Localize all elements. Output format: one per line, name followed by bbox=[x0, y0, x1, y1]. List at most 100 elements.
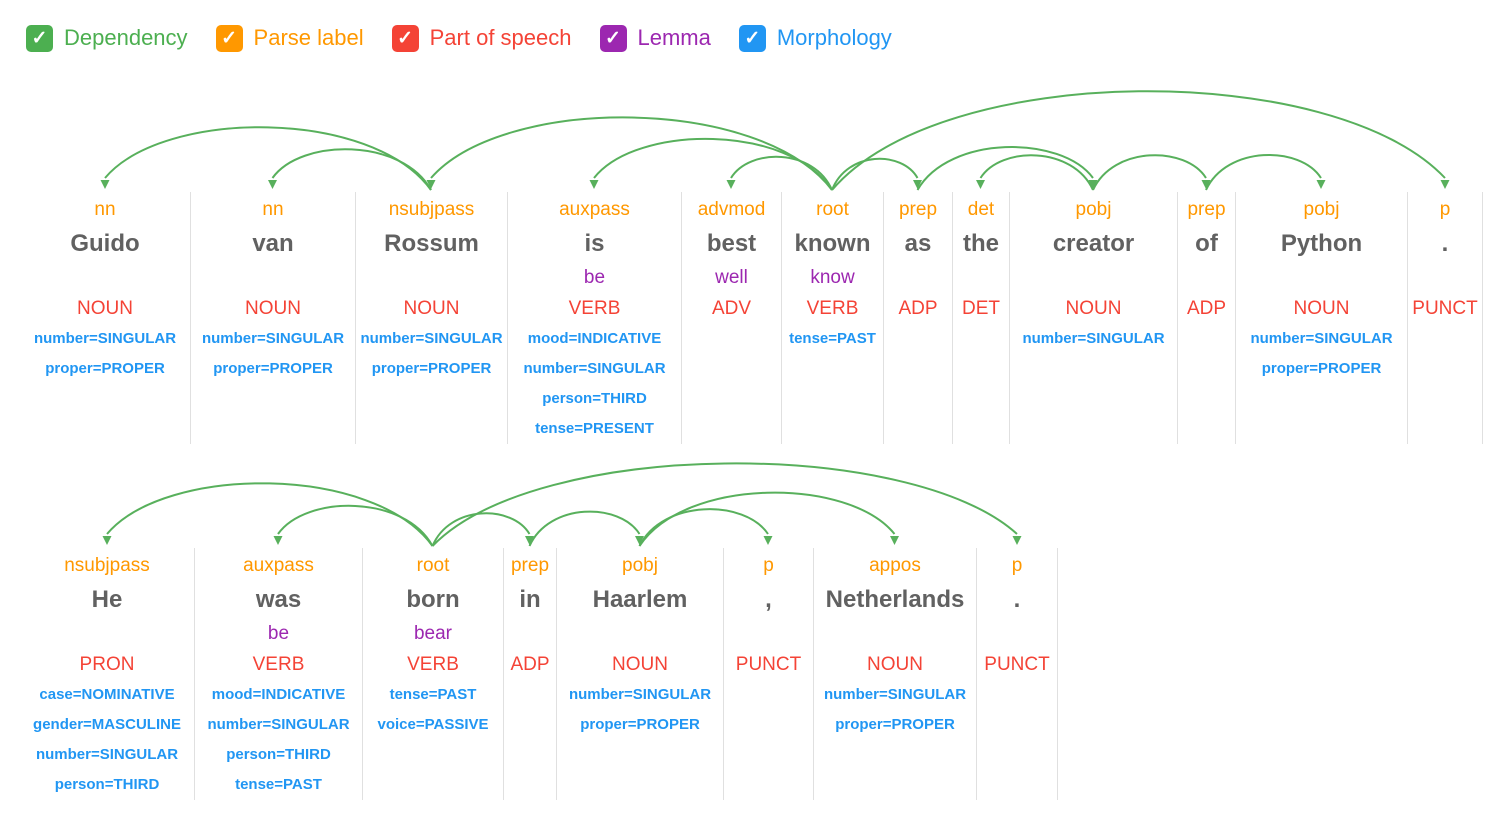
checkbox-checked-icon[interactable]: ✓ bbox=[26, 24, 53, 52]
token-cell-: p.PUNCT bbox=[976, 548, 1058, 800]
parse-label: nsubjpass bbox=[388, 199, 475, 220]
part-of-speech-label: NOUN bbox=[867, 654, 923, 675]
token-lemma: know bbox=[810, 267, 855, 288]
morph-feature: number=SINGULAR bbox=[35, 746, 179, 763]
part-of-speech-label: DET bbox=[962, 298, 1000, 319]
parse-label: appos bbox=[869, 555, 921, 576]
dependency-arc bbox=[589, 137, 833, 191]
token-lemma bbox=[977, 620, 1057, 650]
dependency-arc bbox=[528, 510, 644, 547]
part-of-speech-label: PUNCT bbox=[1412, 298, 1478, 319]
token-lemma bbox=[1010, 264, 1177, 294]
dependency-arc bbox=[831, 157, 922, 191]
checkbox-checked-icon[interactable]: ✓ bbox=[599, 24, 627, 52]
morph-feature: tense=PAST bbox=[789, 330, 876, 347]
arrowhead-icon bbox=[726, 180, 736, 189]
token-word: Rossum bbox=[384, 230, 479, 257]
part-of-speech-label: PUNCT bbox=[735, 654, 802, 675]
morph-feature: tense=PRESENT bbox=[535, 420, 654, 437]
dependency-arc bbox=[916, 146, 1098, 191]
toggle-label[interactable]: Part of speech bbox=[429, 25, 572, 50]
token-lemma bbox=[356, 264, 507, 294]
arrowhead-icon bbox=[1440, 180, 1450, 189]
morph-feature: number=SINGULAR bbox=[201, 330, 345, 347]
token-word: is bbox=[584, 230, 605, 257]
toggle-morphology[interactable]: ✓ Morphology bbox=[738, 24, 892, 52]
arrowhead-icon bbox=[976, 180, 985, 189]
token-word: . bbox=[1441, 230, 1449, 257]
morph-feature: mood=INDICATIVE bbox=[211, 686, 346, 703]
token-lemma bbox=[884, 264, 952, 294]
token-morphology: number=SINGULAR bbox=[1010, 324, 1177, 354]
morph-feature: person=THIRD bbox=[54, 776, 160, 793]
toggle-part-of-speech[interactable]: ✓ Part of speech bbox=[391, 24, 572, 52]
token-word: , bbox=[765, 586, 772, 613]
arrowhead-icon bbox=[102, 536, 112, 545]
token-word: Netherlands bbox=[825, 586, 965, 613]
toggle-label[interactable]: Dependency bbox=[64, 25, 188, 50]
token-word: as bbox=[904, 230, 932, 257]
parse-label: p bbox=[1439, 199, 1451, 220]
token-word: of bbox=[1195, 230, 1218, 257]
token-word: Haarlem bbox=[592, 586, 688, 613]
dependency-arc bbox=[100, 126, 432, 191]
part-of-speech-label: ADV bbox=[711, 298, 752, 319]
morph-feature: number=SINGULAR bbox=[1250, 330, 1393, 347]
morph-feature: number=SINGULAR bbox=[33, 330, 177, 347]
toggle-dependency[interactable]: ✓ Dependency bbox=[26, 24, 188, 52]
token-word: in bbox=[519, 586, 541, 613]
annotation-toggles: ✓ Dependency ✓ Parse label ✓ Part of speech ✓ L… bbox=[0, 0, 1490, 52]
token-cell-: p, PUNCT bbox=[723, 548, 813, 800]
toggle-label[interactable]: Lemma bbox=[637, 25, 711, 50]
part-of-speech-label: ADP bbox=[898, 298, 938, 319]
arrowhead-icon bbox=[273, 536, 283, 545]
toggle-label[interactable]: Morphology bbox=[776, 25, 892, 50]
part-of-speech-label: VERB bbox=[568, 298, 621, 319]
morph-feature: number=SINGULAR bbox=[823, 686, 967, 703]
part-of-speech-label: VERB bbox=[252, 654, 305, 675]
part-of-speech-label: NOUN bbox=[77, 298, 133, 319]
parse-label: auxpass bbox=[243, 555, 314, 576]
toggle-label[interactable]: Parse label bbox=[253, 25, 364, 50]
part-of-speech-label: VERB bbox=[407, 654, 459, 675]
morph-feature: tense=PAST bbox=[235, 776, 322, 793]
parse-label: auxpass bbox=[559, 199, 630, 220]
token-lemma bbox=[557, 620, 723, 650]
dependency-arc bbox=[831, 90, 1450, 191]
parse-label: nn bbox=[94, 199, 116, 220]
checkbox-checked-icon[interactable]: ✓ bbox=[738, 24, 766, 52]
toggle-lemma[interactable]: ✓ Lemma bbox=[599, 24, 711, 52]
checkbox-checked-icon[interactable]: ✓ bbox=[215, 24, 243, 52]
dependency-arc bbox=[102, 482, 434, 547]
part-of-speech-label: NOUN bbox=[245, 298, 301, 319]
dependency-arcs-layer bbox=[100, 90, 1450, 191]
token-morphology: tense=PAST bbox=[782, 324, 883, 354]
parse-label: p bbox=[763, 555, 774, 576]
token-word: Python bbox=[1280, 230, 1363, 257]
morph-feature: number=SINGULAR bbox=[568, 686, 712, 703]
parse-label: prep bbox=[1187, 199, 1226, 220]
arrowhead-icon bbox=[1201, 180, 1211, 189]
part-of-speech-label: PUNCT bbox=[984, 654, 1050, 675]
part-of-speech-label: NOUN bbox=[1293, 298, 1350, 319]
morph-feature: number=SINGULAR bbox=[1022, 330, 1165, 347]
token-lemma bbox=[504, 620, 556, 650]
token-lemma: be bbox=[267, 623, 290, 644]
checkbox-checked-icon[interactable]: ✓ bbox=[391, 24, 419, 52]
toggle-parse-label[interactable]: ✓ Parse label bbox=[215, 24, 364, 52]
